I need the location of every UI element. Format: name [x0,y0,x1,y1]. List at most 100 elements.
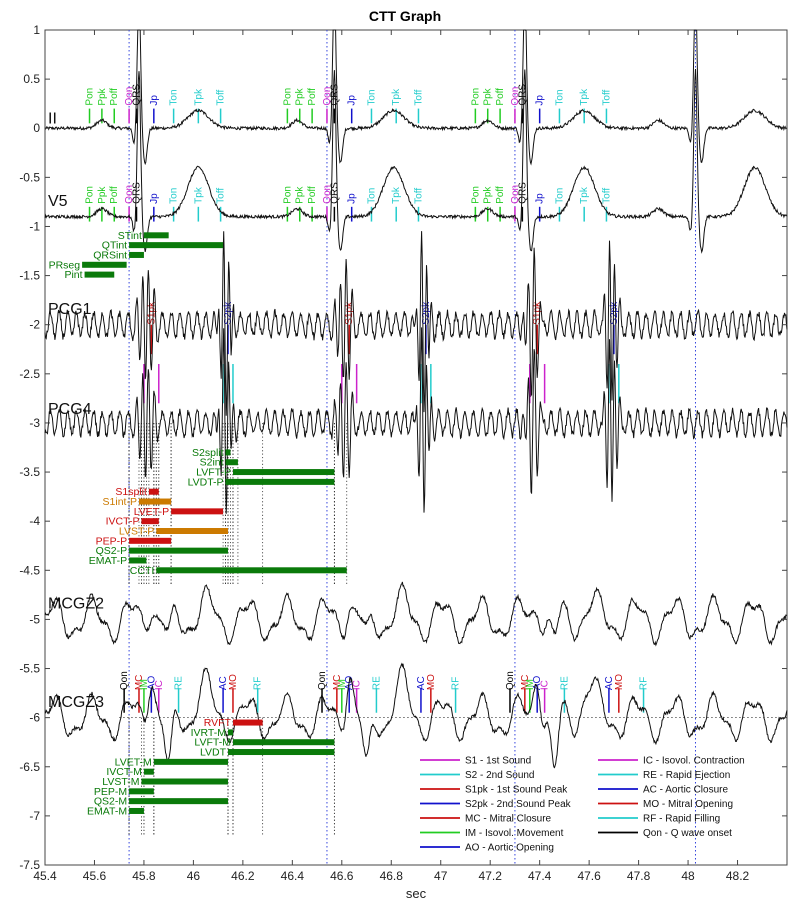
ecg-marker-label-jp: Jp [535,95,546,106]
legend-entry: IC - Isovol. Contraction [643,756,745,767]
legend-entry: S1pk - 1st Sound Peak [465,785,568,796]
mcg-marker-label-im: IM [525,679,536,690]
ecg-marker-label-jp: Jp [149,95,160,106]
pcg-marker-label-s2pk: S2pk [421,301,432,325]
legend-entry: RE - Rapid Ejection [643,770,730,781]
ecg-marker-label-jp: Jp [535,193,546,204]
ecg-marker-label-qrs: QRS [132,182,143,204]
channel-label-mcgz3: MCGZ3 [48,694,104,711]
ecg-marker-label-qrs: QRS [329,182,340,204]
mcg-interval-bar [153,758,229,765]
y-tick-label: -7 [29,809,40,823]
ecg-marker-label-ppk: Ppk [97,186,108,204]
ecg-marker-label-ppk: Ppk [483,87,494,105]
ecg-marker-label-qon: Qon [510,185,521,204]
ecg-marker-label-jp: Jp [347,193,358,204]
legend-entry: IM - Isovol. Movement [465,828,564,839]
ecg-marker-label-pon: Pon [85,186,96,204]
pcg-interval-bar [156,528,229,534]
y-tick-label: -2.5 [19,367,40,381]
mcg-marker-label-mo: MO [614,674,625,690]
y-tick-label: -2 [29,318,40,332]
trace-pcg4 [44,327,788,514]
mcg-marker-label-mo: MO [426,674,437,690]
ecg-marker-label-toff: Toff [413,188,424,204]
mcg-marker-label-qon: Qon [505,671,516,690]
y-tick-label: -5 [29,612,40,626]
x-axis-label: sec [406,886,427,901]
mcg-marker-label-mc: MC [520,675,531,691]
pcg-interval-label: QS2-P [96,545,128,557]
ecg-marker-label-toff: Toff [216,89,227,105]
ecg-marker-label-qon: Qon [322,185,333,204]
mcg-interval-bar [129,788,154,795]
x-tick-label: 45.4 [33,869,57,883]
pcg-interval-label: LVDT-P [188,476,224,488]
y-tick-label: -3 [29,416,40,430]
y-tick-label: 1 [33,23,40,37]
pcg-interval-bar [225,449,231,456]
x-tick-label: 46.6 [330,869,354,883]
mcg-marker-label-mo: MO [228,674,239,690]
mcg-marker-label-mc: MC [332,675,343,691]
mcg-interval-label: LVDT [200,747,227,759]
ecg-marker-label-qon: Qon [510,87,521,106]
x-tick-label: 47.6 [577,869,601,883]
x-tick-label: 48.2 [726,869,750,883]
v5-interval-bar [82,261,127,268]
pcg-interval-label: PEP-P [96,535,128,547]
ecg-marker-label-poff: Poff [307,88,318,106]
intervals-layer: STintQTintQRSintPRsegPintS2splitS2intLVF… [49,230,347,817]
ecg-marker-label-tpk: Tpk [193,88,204,106]
legend-entry: S2 - 2nd Sound [465,770,535,781]
ecg-marker-label-ton: Ton [366,89,377,105]
mcg-marker-label-ic: IC [540,680,551,690]
mcg-marker-label-ao: AO [344,675,355,690]
channel-label-pcg4: PCG4 [48,401,92,418]
legend-entry: Qon - Q wave onset [643,828,732,839]
pcg-interval-bar [129,557,147,564]
v5-interval-bar [129,251,144,258]
ecg-marker-label-ppk: Ppk [295,87,306,105]
ecg-marker-label-qon: Qon [322,87,333,106]
channel-label-mcgz2: MCGZ2 [48,596,104,613]
mcg-interval-label: PEP-M [94,786,127,798]
y-tick-label: -3.5 [19,465,40,479]
legend-entry: AC - Aortic Closure [643,785,728,796]
mcg-interval-label: IVCT-M [106,766,142,778]
ecg-marker-label-ton: Ton [554,188,565,204]
trace-pcg1 [44,231,788,416]
mcg-interval-bar [129,807,144,814]
ecg-marker-label-pon: Pon [470,186,481,204]
x-tick-label: 47.8 [627,869,651,883]
ecg-marker-label-ton: Ton [554,89,565,105]
pcg-interval-bar [148,488,159,495]
mcg-marker-label-ac: AC [218,676,229,690]
ecg-marker-label-tpk: Tpk [579,186,590,204]
v5-interval-label: PRseg [49,259,81,271]
pcg-interval-label: LVFT-P [196,467,231,479]
mcg-interval-bar [129,798,229,805]
channel-label-v5: V5 [48,193,68,210]
plot-frame [44,29,788,866]
mcg-interval-bar [141,778,229,785]
ecg-marker-label-pon: Pon [470,88,481,106]
v5-interval-label: QRSint [93,249,127,261]
pcg-interval-bar [225,459,238,466]
pcg-interval-bar [225,478,335,485]
x-tick-label: 45.6 [83,869,107,883]
mcg-marker-label-rf: RF [451,677,462,690]
y-tick-label: 0.5 [23,72,40,86]
mcg-interval-label: LVET-M [115,756,152,768]
y-tick-label: 0 [33,121,40,135]
mcg-interval-label: QS2-M [94,796,127,808]
ecg-marker-label-ton: Ton [366,188,377,204]
mcg-interval-bar [228,729,233,736]
ecg-marker-label-qon: Qon [124,87,135,106]
y-tick-label: -1 [29,219,40,233]
y-tick-label: -0.5 [19,170,40,184]
pcg-interval-label: S2int [200,457,224,469]
pcg-marker-label-s2pk: S2pk [223,301,234,325]
